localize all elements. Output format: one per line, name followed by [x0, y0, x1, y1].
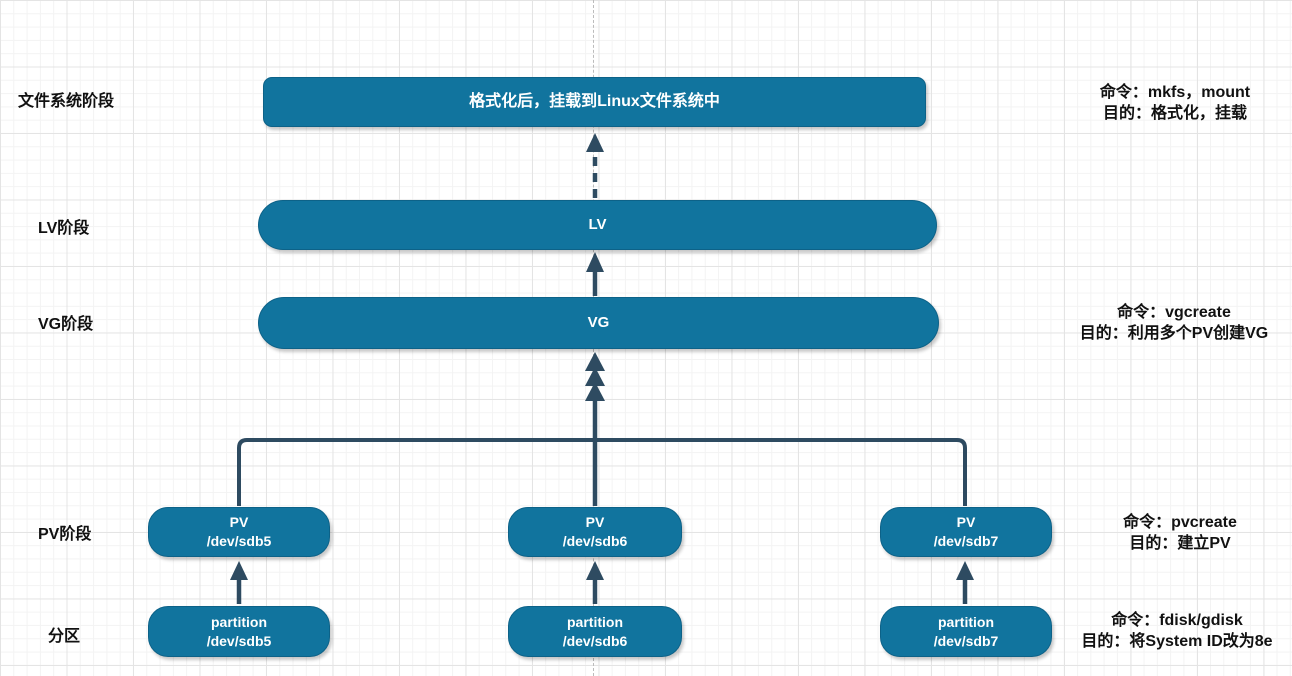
node-partition-sdb5-title: partition	[211, 613, 267, 630]
arrowhead-pvbus-to-vg-3	[585, 382, 605, 401]
pv-merge-bus	[237, 438, 967, 506]
node-partition-sdb7-device: /dev/sdb7	[933, 632, 999, 649]
node-pv-sdb5-device: /dev/sdb5	[206, 533, 272, 549]
arrowhead-pvbus-to-vg-1	[585, 352, 605, 371]
node-pv-sdb6: PV /dev/sdb6	[508, 507, 682, 557]
node-pv-sdb6-title: PV	[585, 514, 605, 530]
stage-label-pv: PV阶段	[38, 526, 92, 543]
node-pv-sdb7-device: /dev/sdb7	[933, 533, 999, 549]
annotation-purpose-line: 目的：格式化，挂载	[1102, 105, 1247, 122]
node-partition-sdb7-title: partition	[938, 613, 994, 630]
annotation-command-line: 命令：pvcreate	[1123, 514, 1237, 531]
arrowhead-pvbus-to-vg-2	[585, 367, 605, 386]
annotation-purpose-line: 目的：建立PV	[1129, 535, 1231, 552]
annotation-command-line: 命令：mkfs，mount	[1099, 84, 1251, 101]
node-partition-sdb6: partition /dev/sdb6	[508, 606, 682, 657]
node-partition-sdb5-device: /dev/sdb5	[206, 632, 272, 649]
annotation-pv: 命令：pvcreate 目的：建立PV	[1075, 512, 1285, 554]
stage-label-filesystem: 文件系统阶段	[18, 93, 115, 110]
annotation-partition: 命令：fdisk/gdisk 目的：将System ID改为8e	[1072, 610, 1282, 652]
node-partition-sdb6-title: partition	[567, 613, 623, 630]
stage-label-lv: LV阶段	[38, 220, 90, 237]
annotation-vg: 命令：vgcreate 目的：利用多个PV创建VG	[1069, 302, 1279, 344]
node-pv-sdb6-device: /dev/sdb6	[562, 533, 628, 549]
node-filesystem: 格式化后，挂载到Linux文件系统中	[263, 77, 926, 127]
arrowhead-partition3-to-pv3	[956, 561, 974, 580]
node-vg: VG	[258, 297, 939, 349]
stage-label-partition: 分区	[48, 628, 81, 645]
node-pv-sdb5: PV /dev/sdb5	[148, 507, 330, 557]
node-pv-sdb5-title: PV	[229, 514, 249, 530]
node-partition-sdb6-device: /dev/sdb6	[562, 632, 628, 649]
arrowhead-partition2-to-pv2	[586, 561, 604, 580]
stage-label-vg: VG阶段	[38, 316, 94, 333]
arrowhead-vg-to-lv	[586, 252, 604, 272]
annotation-filesystem: 命令：mkfs，mount 目的：格式化，挂载	[1070, 82, 1280, 124]
node-lv: LV	[258, 200, 937, 250]
arrowhead-lv-to-filesystem	[586, 133, 604, 152]
annotation-purpose-line: 目的：利用多个PV创建VG	[1079, 325, 1269, 342]
arrowhead-partition1-to-pv1	[230, 561, 248, 580]
node-partition-sdb7: partition /dev/sdb7	[880, 606, 1052, 657]
annotation-command-line: 命令：vgcreate	[1117, 304, 1231, 321]
annotation-command-line: 命令：fdisk/gdisk	[1111, 612, 1243, 629]
node-partition-sdb5: partition /dev/sdb5	[148, 606, 330, 657]
node-pv-sdb7-title: PV	[956, 514, 976, 530]
annotation-purpose-line: 目的：将System ID改为8e	[1081, 633, 1273, 650]
node-pv-sdb7: PV /dev/sdb7	[880, 507, 1052, 557]
